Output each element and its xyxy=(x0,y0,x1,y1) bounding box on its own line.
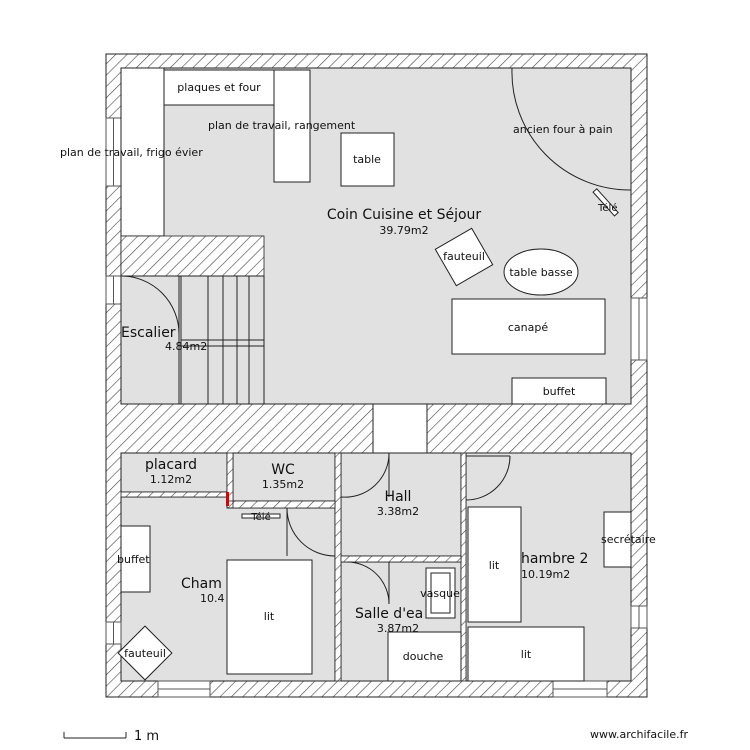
door-arc-chambre2 xyxy=(465,455,511,501)
door-arc-chambre1 xyxy=(286,507,336,557)
furniture-canape xyxy=(451,298,606,355)
label-lit-chambre2-a: lit xyxy=(489,559,500,572)
furniture-fauteuil-chambre xyxy=(117,625,173,681)
furniture-table xyxy=(340,132,395,187)
wall-hall-salle xyxy=(340,555,462,563)
stair-enclosure-wall xyxy=(120,235,265,277)
wall-placard-wc xyxy=(226,452,234,502)
tele-chambre1 xyxy=(241,513,281,519)
furniture-table-basse xyxy=(503,248,579,296)
furniture-lit-chambre1 xyxy=(226,559,313,675)
scale-label: 1 m xyxy=(134,729,159,744)
counter-plaques xyxy=(163,69,275,106)
room-label-wc: WC xyxy=(271,462,295,478)
label-vasque: vasque xyxy=(420,587,460,600)
label-table: table xyxy=(353,153,381,166)
furniture-fauteuil-sejour xyxy=(434,227,494,287)
label-lit-chambre2-b: lit xyxy=(521,648,532,661)
door-arc-salle xyxy=(346,561,390,605)
stair-steps xyxy=(180,276,264,404)
label-fauteuil-sejour: fauteuil xyxy=(443,250,485,263)
furniture-buffet-chambre xyxy=(120,525,151,593)
scale-bar xyxy=(63,732,127,739)
label-plan-frigo: plan de travail, frigo évier xyxy=(60,146,203,159)
furniture-lit-chambre2-a xyxy=(467,506,522,623)
room-hall xyxy=(340,452,462,557)
footer-website[interactable]: www.archifacile.fr xyxy=(590,728,688,741)
wall-placard-chambre xyxy=(120,491,228,498)
wall-wc-chambre xyxy=(232,500,336,509)
room-label-hall: Hall xyxy=(385,489,412,505)
room-area-placard: 1.12m2 xyxy=(150,473,192,486)
red-marker xyxy=(226,492,229,506)
label-douche: douche xyxy=(403,650,444,663)
room-area-cuisine: 39.79m2 xyxy=(379,224,428,237)
room-label-placard: placard xyxy=(145,457,197,473)
room-wc xyxy=(232,452,336,502)
label-fauteuil-chambre: fauteuil xyxy=(124,647,166,660)
door-arc-escalier xyxy=(120,275,180,335)
room-label-salle: Salle d'ea xyxy=(355,606,423,622)
room-label-cuisine: Coin Cuisine et Séjour xyxy=(327,207,482,223)
wall-hall-chambre2 xyxy=(460,452,467,682)
label-plan-travail: plan de travail, rangement xyxy=(208,119,356,132)
label-canape: canapé xyxy=(508,321,548,334)
label-secretaire: secrétaire xyxy=(601,533,656,546)
furniture-secretaire xyxy=(603,511,632,568)
room-area-chambre1: 10.4 xyxy=(200,592,225,605)
furniture-buffet-sejour xyxy=(511,377,607,405)
room-area-escalier: 4.84m2 xyxy=(165,340,207,353)
label-buffet-chambre: buffet xyxy=(117,553,150,566)
counter-frigo-evier xyxy=(120,67,165,237)
label-plaques: plaques et four xyxy=(177,81,261,94)
counter-plan-travail xyxy=(273,69,311,183)
room-placard xyxy=(120,452,228,493)
room-area-chambre2: 10.19m2 xyxy=(521,568,570,581)
furniture-lit-chambre2-b xyxy=(467,626,585,682)
room-label-chambre1: Cham xyxy=(181,576,222,592)
room-label-chambre2: hambre 2 xyxy=(521,551,588,567)
label-buffet-sejour: buffet xyxy=(543,385,576,398)
tele-sejour xyxy=(592,188,619,217)
room-area-wc: 1.35m2 xyxy=(262,478,304,491)
label-tele-chambre: Télé xyxy=(250,511,271,523)
doorway-sejour-hall xyxy=(372,403,428,454)
room-area-hall: 3.38m2 xyxy=(377,505,419,518)
room-area-salle: 3.87m2 xyxy=(377,622,419,635)
door-arc-hall xyxy=(340,452,390,498)
furniture-vasque-inner xyxy=(430,572,451,614)
room-label-escalier: Escalier xyxy=(121,325,176,341)
four-a-pain-arc xyxy=(511,67,632,191)
label-four-pain: ancien four à pain xyxy=(513,123,613,136)
label-lit-chambre1: lit xyxy=(264,610,275,623)
label-table-basse: table basse xyxy=(509,266,573,279)
wall-wc-hall xyxy=(334,452,342,682)
furniture-douche xyxy=(387,631,462,682)
label-tele-sejour: Télé xyxy=(597,202,618,214)
